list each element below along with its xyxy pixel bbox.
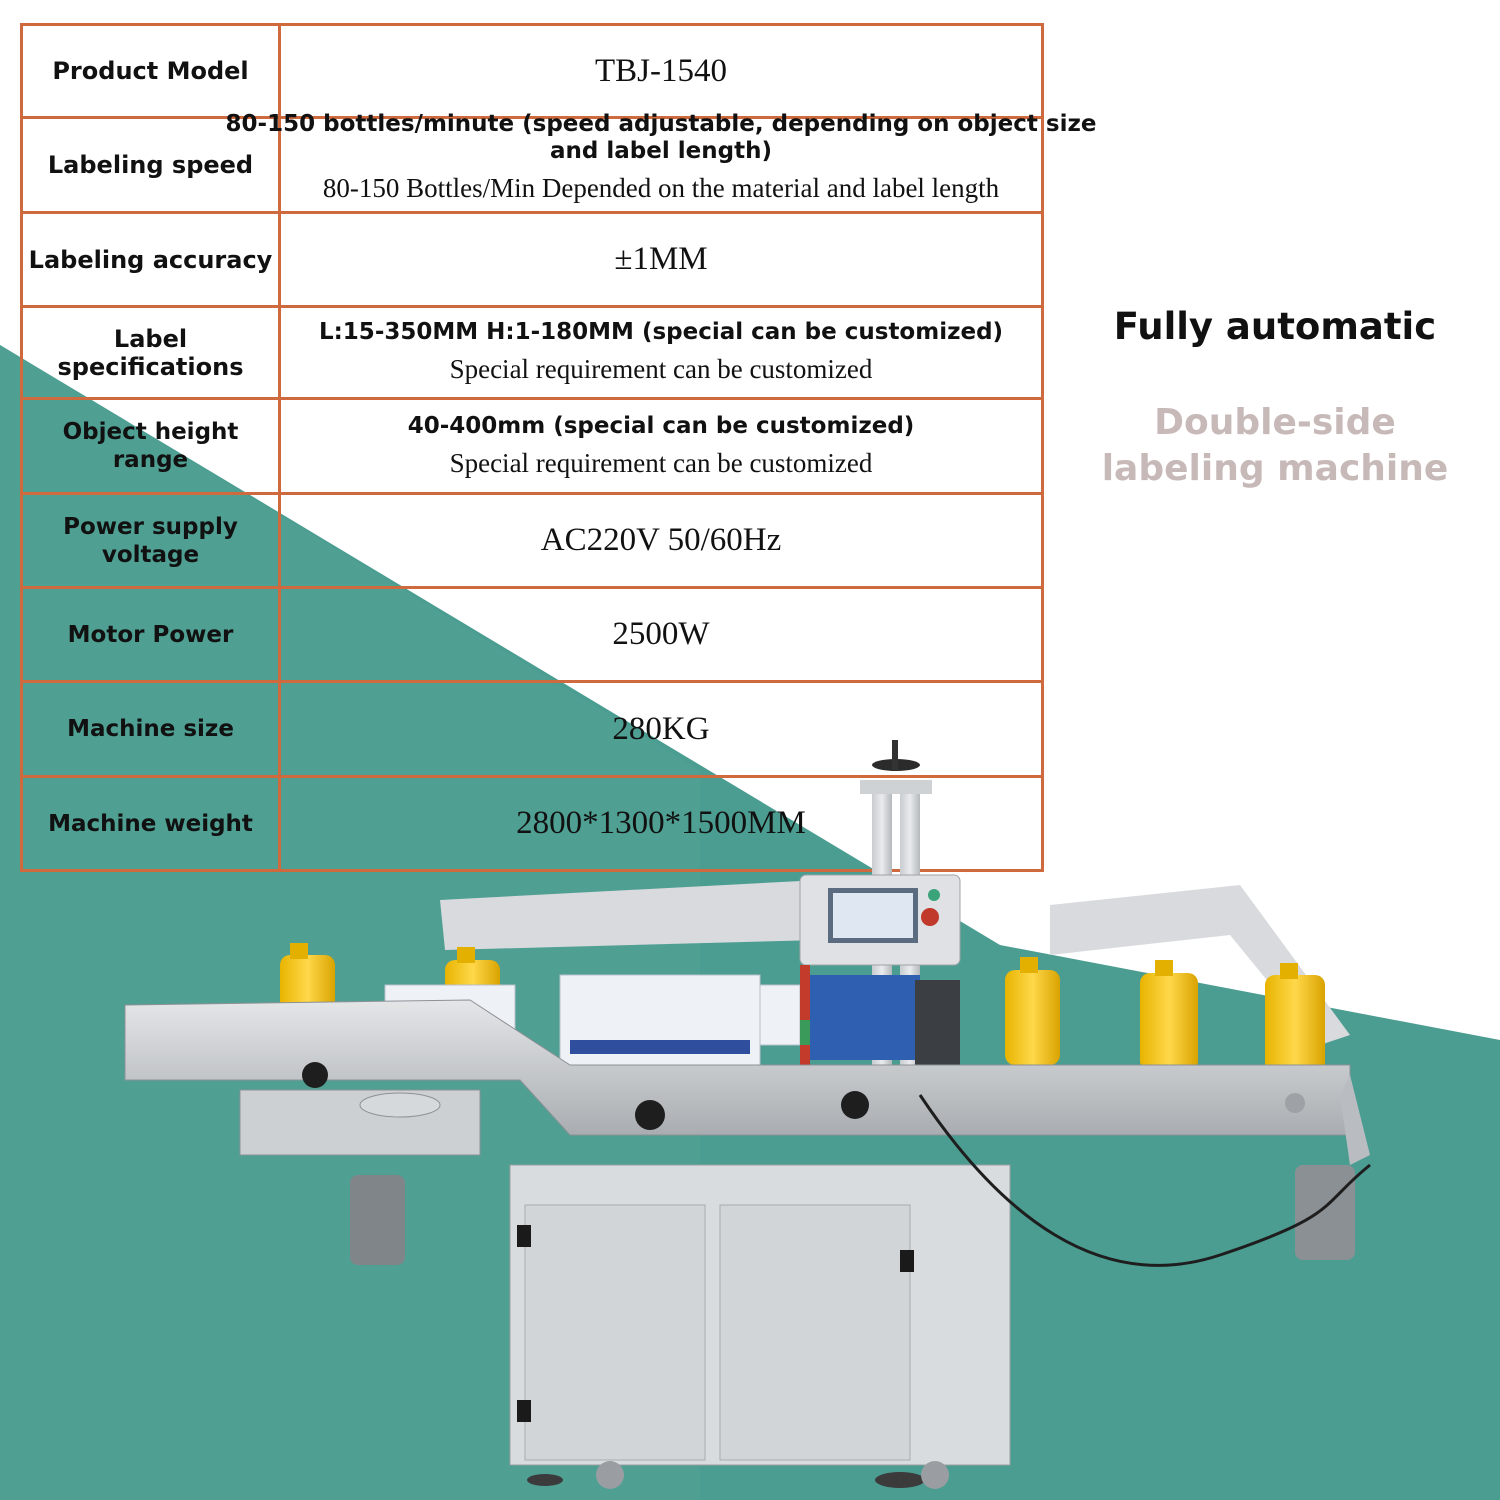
spec-label: Power supply voltage (20, 492, 281, 589)
heading-machine-name: Double-side labeling machine (1101, 402, 1449, 489)
spec-value: 280KG (278, 680, 1044, 778)
spec-label: Product Model (20, 23, 281, 119)
spec-label: Object height range (20, 397, 281, 495)
table-row: Object height range 40-400mm (special ca… (20, 397, 1044, 495)
table-row: Labeling accuracy ±1MM (20, 211, 1044, 308)
heading-fully-automatic: Fully automatic (1113, 305, 1437, 348)
spec-label: Labeling accuracy (20, 211, 281, 308)
spec-value-line1: 40-400mm (special can be customized) (407, 412, 915, 439)
table-row: Label specifications L:15-350MM H:1-180M… (20, 305, 1044, 400)
spec-value: 40-400mm (special can be customized) Spe… (278, 397, 1044, 495)
spec-label: Machine weight (20, 775, 281, 872)
table-row: Product Model TBJ-1540 (20, 23, 1044, 119)
spec-value-line2: 80-150 Bottles/Min Depended on the mater… (322, 173, 1000, 203)
spec-value-line2: Special requirement can be customized (449, 354, 873, 384)
spec-label: Motor Power (20, 586, 281, 683)
spec-label: Labeling speed (20, 116, 281, 214)
spec-value-line2: Special requirement can be customized (449, 447, 873, 478)
spec-value: ±1MM (278, 211, 1044, 308)
table-row: Labeling speed 80-150 bottles/minute (sp… (20, 111, 1096, 214)
table-row: Power supply voltage AC220V 50/60Hz (20, 492, 1044, 589)
table-row: Machine size 280KG (20, 680, 1044, 778)
spec-value-line1: L:15-350MM H:1-180MM (special can be cus… (318, 319, 1004, 345)
spec-table: Product Model TBJ-1540 Labeling speed 80… (20, 23, 1096, 872)
spec-value-line1: 80-150 bottles/minute (speed adjustable,… (225, 111, 1097, 164)
spec-label: Label specifications (20, 305, 281, 400)
spec-value: 2500W (278, 586, 1044, 683)
spec-value: 80-150 bottles/minute (speed adjustable,… (226, 111, 1096, 214)
spec-value: TBJ-1540 (278, 23, 1044, 119)
labeling-machine-image (124, 740, 1371, 1489)
spec-value: L:15-350MM H:1-180MM (special can be cus… (278, 305, 1044, 400)
table-row: Motor Power 2500W (20, 586, 1044, 683)
spec-value: AC220V 50/60Hz (278, 492, 1044, 589)
spec-label: Machine size (20, 680, 281, 778)
